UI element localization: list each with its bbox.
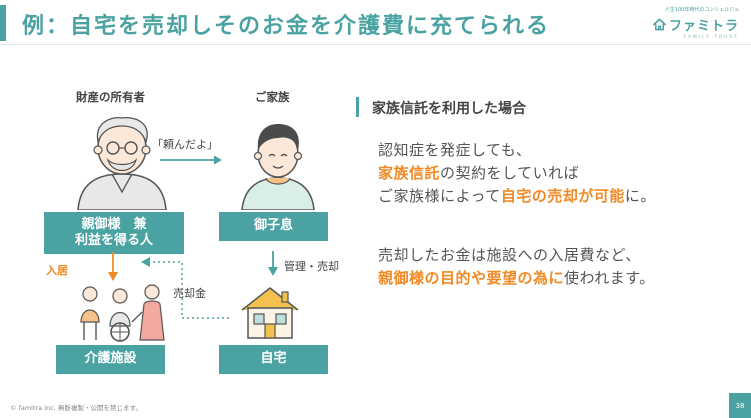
son-box: 御子息: [219, 212, 328, 241]
teal-down-arrow-icon: [268, 251, 278, 276]
famitra-logo: 人生100年時代のコンシェルジュ ファミトラ FAMILY TRUST: [644, 6, 739, 40]
p2-line2-text: 使われます。: [564, 269, 655, 287]
p1-line1: 認知症を発症しても、: [378, 141, 532, 159]
parent-box-line1: 親御様 兼: [81, 216, 147, 232]
p2-highlight-purpose: 親御様の目的や要望の為に: [378, 269, 565, 287]
copyright-notice: © famitra Inc. 無断複製・公開を禁じます。: [10, 404, 142, 412]
slide-title: 例：自宅を売却しそのお金を介護費に充てられる: [22, 14, 551, 39]
dotted-flow-arrow-icon: [141, 257, 232, 319]
paragraph-2: 売却したお金は施設への入居費など、 親御様の目的や要望の為に使われます。: [378, 244, 655, 290]
title-divider: [0, 44, 751, 45]
logo-name: ファミトラ: [668, 19, 739, 34]
owner-label: 財産の所有者: [76, 90, 145, 104]
house-illustration: [241, 287, 299, 339]
family-label: ご家族: [255, 90, 290, 104]
p1-line3: ご家族様によって自宅の売却が可能に。: [378, 185, 656, 208]
p2-line2: 親御様の目的や要望の為に使われます。: [378, 267, 655, 290]
logo-main: ファミトラ: [644, 15, 739, 34]
p1-line3-pre: ご家族様によって: [378, 187, 501, 205]
son-illustration: [241, 124, 315, 210]
heading-accent-bar: [356, 97, 359, 117]
logo-tagline: 人生100年時代のコンシェルジュ: [664, 7, 739, 13]
title-accent-bar: [0, 5, 6, 41]
request-quote: 「頼んだよ」: [152, 138, 218, 151]
logo-subtitle: FAMILY TRUST: [683, 35, 739, 40]
care-facility-illustration: [80, 284, 165, 342]
p2-line1: 売却したお金は施設への入居費など、: [378, 246, 641, 264]
orange-down-arrow-icon: [108, 252, 118, 281]
title-bar: 例：自宅を売却しそのお金を介護費に充てられる: [0, 0, 751, 44]
p1-highlight-family-trust: 家族信託: [378, 164, 441, 182]
page-number: 38: [729, 393, 751, 418]
care-facility-box: 介護施設: [56, 345, 165, 374]
paragraph-1: 認知症を発症しても、 家族信託の契約をしていれば ご家族様によって自宅の売却が可…: [378, 139, 656, 208]
sale-proceeds-label: 売却金: [173, 287, 206, 300]
section-heading: 家族信託を利用した場合: [372, 101, 526, 117]
p1-line3-post: に。: [624, 187, 656, 205]
parent-box-line2: 利益を得る人: [74, 233, 153, 248]
p1-line2-text: の契約をしていれば: [440, 164, 580, 182]
p1-line2: 家族信託の契約をしていれば: [378, 162, 656, 185]
home-box: 自宅: [219, 345, 328, 374]
move-in-label: 入居: [46, 264, 68, 277]
right-arrow-icon: [160, 155, 222, 165]
manage-sell-label: 管理・売却: [284, 260, 339, 273]
house-logo-icon: [653, 18, 666, 31]
parent-beneficiary-box: 親御様 兼 利益を得る人: [44, 212, 184, 254]
elderly-parent-illustration: [77, 116, 167, 210]
p1-highlight-home-sale: 自宅の売却が可能: [500, 187, 625, 205]
